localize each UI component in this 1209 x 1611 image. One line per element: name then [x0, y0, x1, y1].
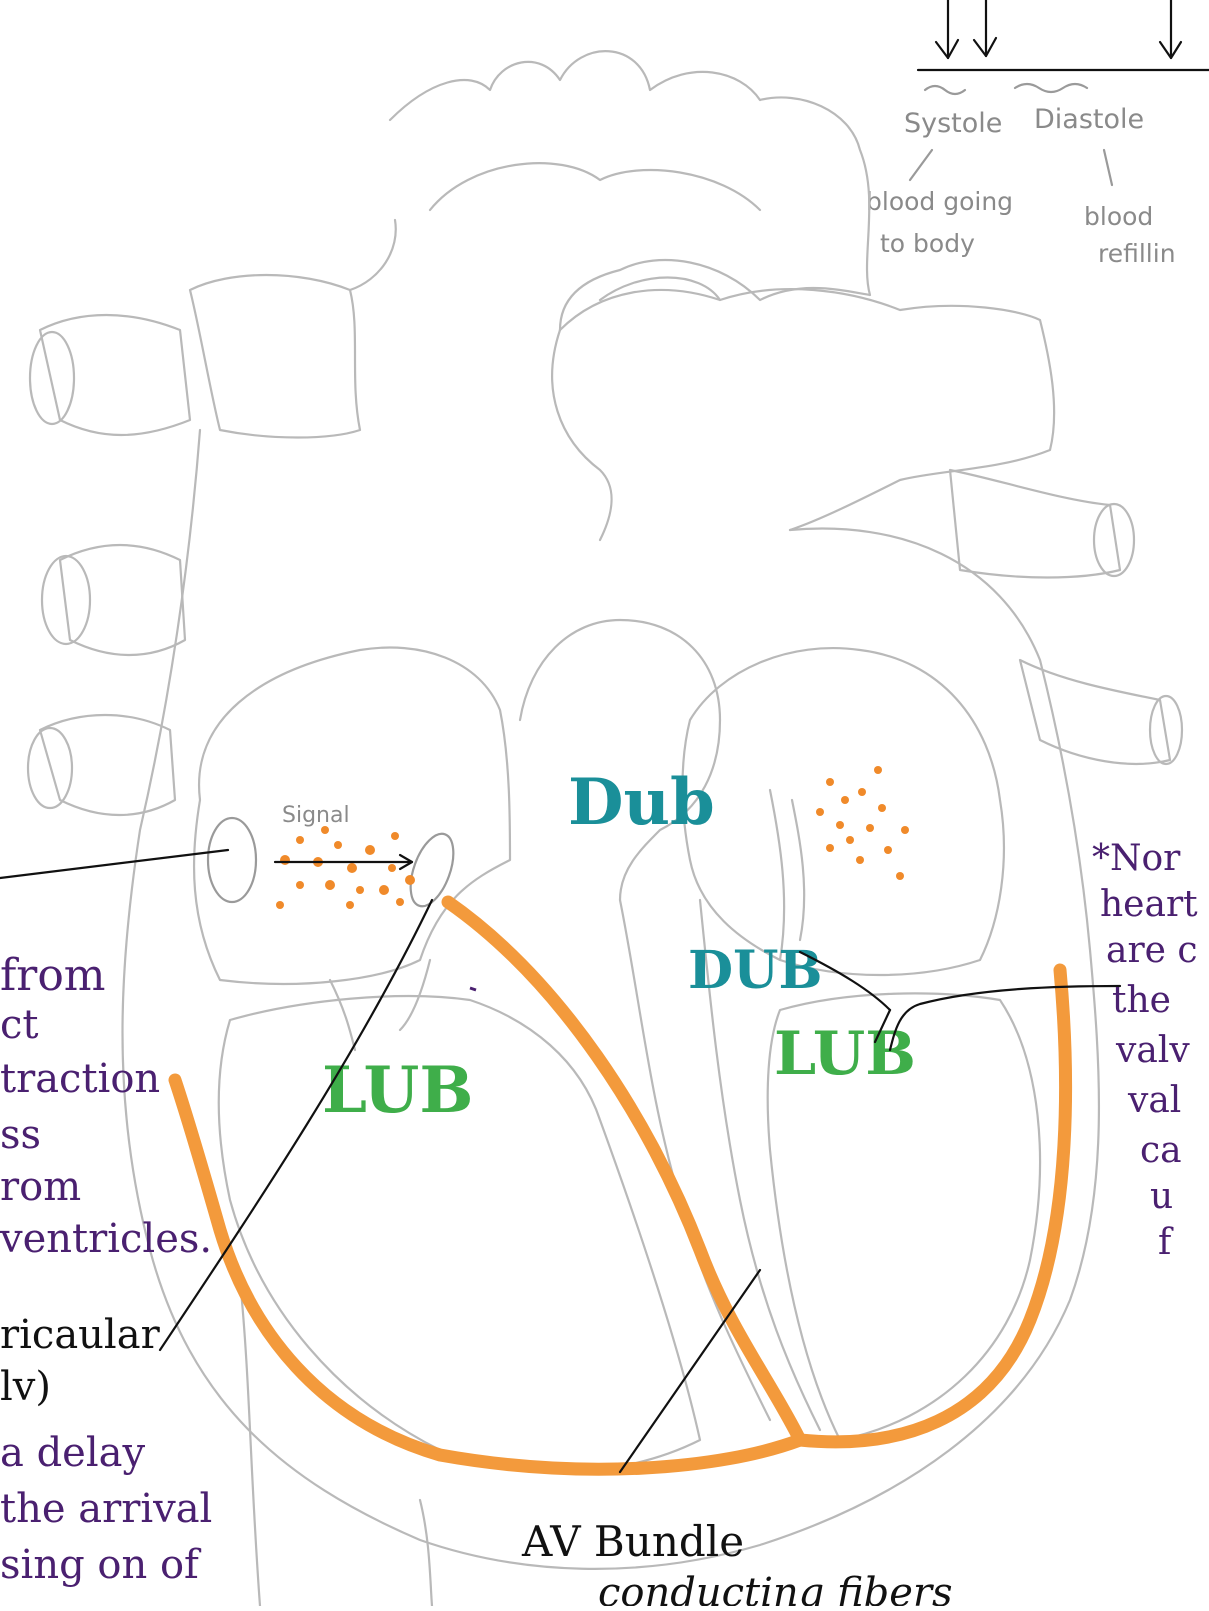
right-note-line-5: valv: [1115, 1030, 1190, 1071]
av-node-note-1: ricaular: [0, 1312, 161, 1358]
diastole-pointer: [1104, 150, 1112, 185]
right-note-line-4: the: [1112, 980, 1171, 1021]
left-atrium: [683, 648, 1004, 975]
right-note-line-7: ca: [1140, 1130, 1182, 1171]
systole-note-1: blood going: [866, 187, 1013, 216]
systole-brace: [925, 86, 965, 94]
left-note-line-2: ct: [0, 1002, 38, 1048]
signal-label: Signal: [282, 803, 350, 828]
conducting-fibers-label: conducting fibers: [598, 1570, 953, 1606]
delay-note-1: a delay: [0, 1430, 145, 1476]
right-note-line-6: val: [1127, 1080, 1181, 1121]
right-margin-notes: *Nor heart are c the valv val ca u f: [1092, 838, 1198, 1263]
right-pulmonary-veins: [28, 315, 190, 815]
diastole-note-1: blood: [1084, 202, 1153, 231]
delay-note-3: sing on of: [0, 1542, 202, 1588]
systole-label: Systole: [904, 108, 1002, 139]
right-note-line-8: u: [1150, 1176, 1173, 1217]
diastole-label: Diastole: [1034, 104, 1144, 135]
left-note-line-5: rom: [0, 1164, 81, 1210]
timeline-arrow-3: [1160, 0, 1181, 58]
left-pulmonary-veins: [950, 470, 1182, 764]
cardiac-cycle-timeline: Systole Diastole blood going to body blo…: [866, 0, 1209, 268]
left-note-line-3: traction: [0, 1056, 160, 1102]
right-note-line-3: are c: [1106, 930, 1198, 971]
av-bundle-label: AV Bundle: [521, 1517, 744, 1566]
diastole-note-2: refillin: [1098, 239, 1176, 268]
left-note-line-4: ss: [0, 1112, 41, 1158]
dub-upper-label: Dub: [568, 765, 715, 840]
timeline-arrow-2: [974, 0, 996, 56]
aortic-arch-inner: [430, 163, 760, 210]
right-note-line-9: f: [1158, 1222, 1174, 1263]
left-margin-notes: from ct traction ss rom ventricles. rica…: [0, 950, 212, 1588]
pulmonary-trunk: [560, 289, 1054, 530]
left-note-line-6: ventricles.: [0, 1216, 212, 1262]
sa-node: [208, 818, 256, 902]
diastole-brace: [1015, 84, 1087, 92]
heart-body-outer: [123, 430, 1099, 1569]
ink-dot: [470, 988, 476, 990]
signal-dots-left-atrium: [816, 766, 909, 880]
mitral-valve: [770, 790, 804, 960]
right-note-line-2: heart: [1100, 884, 1198, 925]
lub-right-label: LUB: [774, 1019, 916, 1089]
lub-left-label: LUB: [322, 1053, 473, 1128]
superior-vena-cava: [190, 275, 360, 438]
dub-lower-label: DUB: [688, 940, 822, 1001]
right-atrium: [194, 648, 510, 984]
delay-note-2: the arrival: [0, 1486, 212, 1532]
conduction-fibers: [175, 902, 1066, 1469]
systole-note-2: to body: [880, 229, 975, 258]
signal-dots-right-atrium: [276, 826, 415, 909]
left-note-line-1: from: [0, 950, 106, 1001]
systole-pointer: [910, 150, 932, 180]
av-node-note-2: lv): [0, 1364, 51, 1410]
av-bundle-leader: [620, 1270, 760, 1472]
timeline-arrow-1: [936, 0, 958, 58]
right-note-line-1: *Nor: [1092, 838, 1181, 879]
